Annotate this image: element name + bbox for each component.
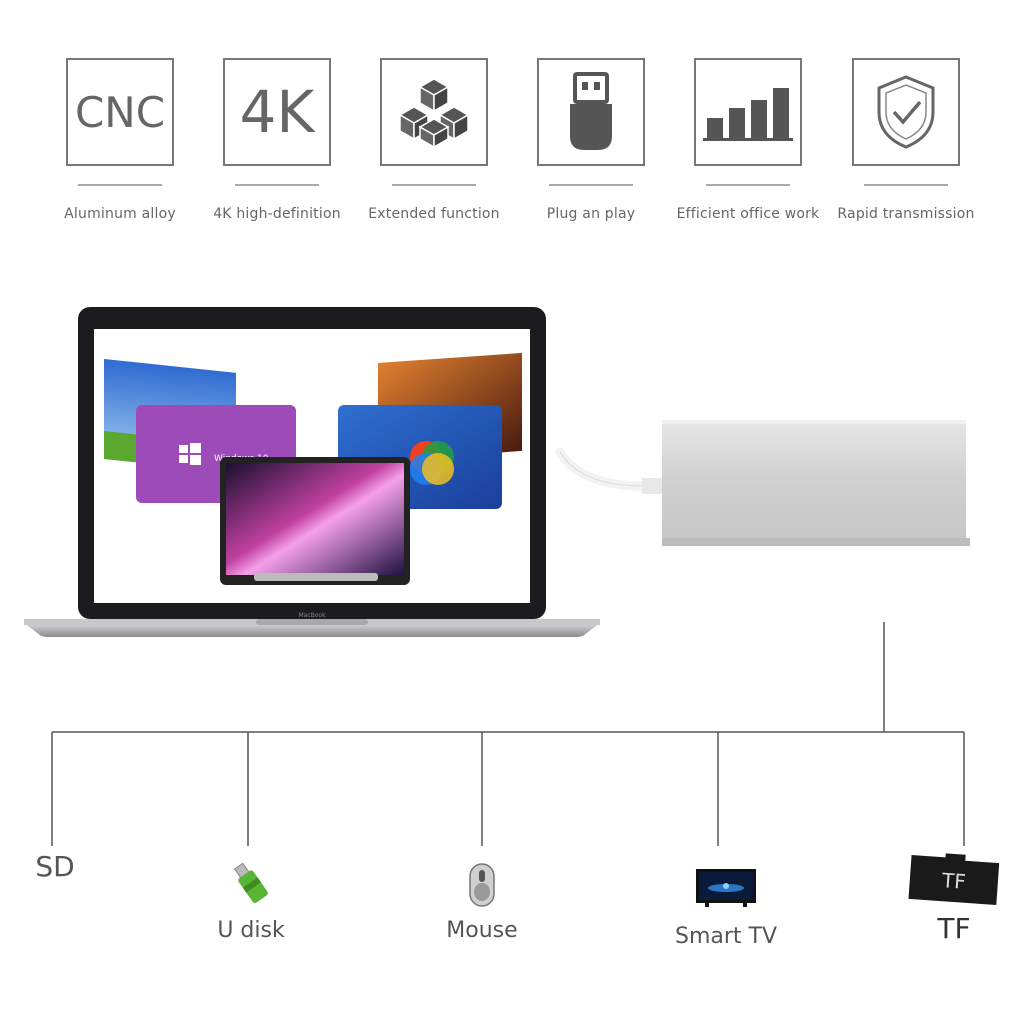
feature-extended: Extended function xyxy=(354,58,514,222)
feature-cnc: CNC Aluminum alloy xyxy=(40,58,200,222)
device-udisk: U disk xyxy=(196,858,306,943)
divider xyxy=(392,184,476,186)
feature-caption: Aluminum alloy xyxy=(64,206,176,222)
feature-plug: Plug an play xyxy=(511,58,671,222)
tv-icon xyxy=(696,869,756,907)
divider xyxy=(235,184,319,186)
tf-card-text: TF xyxy=(940,868,966,894)
tf-card-icon: TF xyxy=(908,853,1000,906)
cubes-icon xyxy=(380,58,488,166)
laptop-brand: MacBook xyxy=(298,612,326,619)
feature-4k: 4K 4K high-definition xyxy=(197,58,357,222)
divider xyxy=(549,184,633,186)
device-label: SD xyxy=(35,850,75,883)
device-label: Mouse xyxy=(446,918,518,943)
device-smart-tv: Smart TV xyxy=(666,868,786,949)
divider xyxy=(78,184,162,186)
4k-icon-text: 4K xyxy=(239,78,315,146)
device-tf: TF TF xyxy=(898,852,1010,945)
feature-caption: 4K high-definition xyxy=(213,206,341,222)
feature-caption: Plug an play xyxy=(546,206,636,222)
laptop-image: Windows 10 MacBook xyxy=(24,307,600,637)
feature-caption: Efficient office work xyxy=(676,206,820,222)
usb-drive-icon xyxy=(233,862,268,903)
feature-transmission: Rapid transmission xyxy=(826,58,986,222)
device-label: TF xyxy=(937,912,971,945)
mouse-icon xyxy=(469,863,495,907)
feature-office: Efficient office work xyxy=(668,58,828,222)
cnc-icon: CNC xyxy=(66,58,174,166)
usb-plug-icon xyxy=(537,58,645,166)
usb-hub xyxy=(662,420,970,546)
device-sd: SD xyxy=(20,850,90,883)
cnc-icon-text: CNC xyxy=(74,87,166,137)
divider xyxy=(706,184,790,186)
bar-chart-icon xyxy=(694,58,802,166)
device-label: Smart TV xyxy=(674,924,778,949)
4k-icon: 4K xyxy=(223,58,331,166)
device-mouse: Mouse xyxy=(430,862,534,943)
shield-check-icon xyxy=(852,58,960,166)
feature-caption: Extended function xyxy=(368,206,500,222)
feature-caption: Rapid transmission xyxy=(837,206,975,222)
divider xyxy=(864,184,948,186)
device-label: U disk xyxy=(217,918,285,943)
